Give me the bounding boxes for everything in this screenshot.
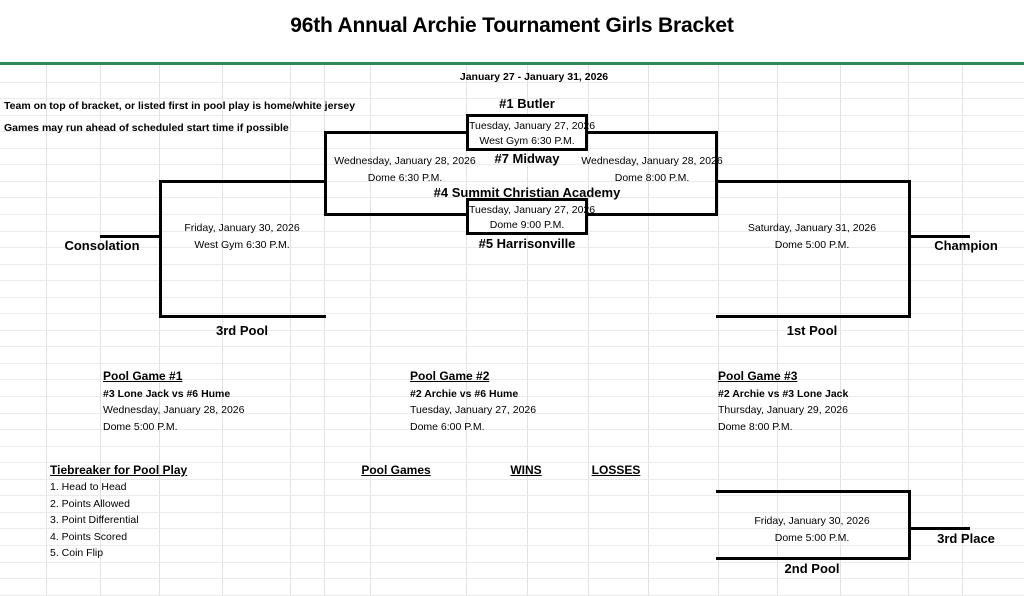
bracket-line-left-feeder-bottom xyxy=(324,213,539,216)
pool-game-3-heading: Pool Game #3 xyxy=(718,369,798,383)
semifinal-lower-venue: Dome 9:00 P.M. xyxy=(489,219,565,231)
bracket-line-third-place-stem xyxy=(908,527,970,530)
consolation-venue: West Gym 6:30 P.M. xyxy=(194,239,290,251)
label-consolation: Consolation xyxy=(64,238,140,253)
grid-row-line-16 xyxy=(0,330,1024,331)
tiebreaker-rule-5: 5. Coin Flip xyxy=(50,547,104,559)
note-home-jersey: Team on top of bracket, or listed first … xyxy=(4,100,356,112)
tiebreaker-rule-2: 2. Points Allowed xyxy=(50,498,130,510)
standings-column-losses: LOSSES xyxy=(591,463,641,477)
standings-column-pool-games: Pool Games xyxy=(361,463,431,477)
tiebreaker-rule-1: 1. Head to Head xyxy=(50,481,127,493)
grid-row-line-21 xyxy=(0,413,1024,414)
pool-game-1-date: Wednesday, January 28, 2026 xyxy=(103,404,245,416)
game-box-semifinal-upper: Tuesday, January 27, 2026 West Gym 6:30 … xyxy=(466,114,596,151)
grid-row-line-14 xyxy=(0,297,1024,298)
pool-game-2-date: Tuesday, January 27, 2026 xyxy=(410,404,537,416)
label-champion: Champion xyxy=(934,238,998,253)
tiebreaker-rule-4: 4. Points Scored xyxy=(50,531,128,543)
bracket-line-left-feeder-left xyxy=(324,131,327,216)
grid-row-line-23 xyxy=(0,446,1024,447)
semifinal-lower-date: Tuesday, January 27, 2026 xyxy=(469,204,596,216)
label-third-place: 3rd Place xyxy=(937,531,995,546)
semifinal-upper-venue: West Gym 6:30 P.M. xyxy=(479,135,575,147)
grid-row-line-27 xyxy=(0,512,1024,513)
pool-game-1-heading: Pool Game #1 xyxy=(103,369,183,383)
header-accent-rule xyxy=(0,62,1024,65)
label-first-pool: 1st Pool xyxy=(786,323,838,338)
tiebreaker-rule-3: 3. Point Differential xyxy=(50,514,139,526)
grid-row-line-8 xyxy=(0,197,1024,198)
team-top-seed: #1 Butler xyxy=(499,96,555,111)
bracket-line-left-feeder-top xyxy=(324,131,539,134)
grid-row-line-31 xyxy=(0,578,1024,579)
grid-row-line-20 xyxy=(0,396,1024,397)
spreadsheet-grid xyxy=(0,65,1024,596)
bracket-line-third-place-bottom xyxy=(716,557,911,560)
grid-row-line-11 xyxy=(0,247,1024,248)
right-feeder-date: Wednesday, January 28, 2026 xyxy=(581,155,723,167)
championship-date: Saturday, January 31, 2026 xyxy=(747,222,877,234)
grid-row-line-6 xyxy=(0,164,1024,165)
bracket-line-championship-top xyxy=(716,180,911,183)
bracket-line-consolation-top xyxy=(159,180,326,183)
left-feeder-venue: Dome 6:30 P.M. xyxy=(367,172,443,184)
pool-game-1-venue: Dome 5:00 P.M. xyxy=(103,421,178,433)
grid-row-line-26 xyxy=(0,495,1024,496)
grid-row-line-29 xyxy=(0,545,1024,546)
grid-row-line-12 xyxy=(0,264,1024,265)
bracket-line-champion-stem xyxy=(908,235,970,238)
game-box-semifinal-lower: Tuesday, January 27, 2026 Dome 9:00 P.M. xyxy=(466,198,596,235)
pool-game-1-matchup: #3 Lone Jack vs #6 Hume xyxy=(103,388,231,400)
tiebreaker-heading: Tiebreaker for Pool Play xyxy=(50,463,188,477)
championship-venue: Dome 5:00 P.M. xyxy=(774,239,850,251)
label-third-pool: 3rd Pool xyxy=(215,323,269,338)
bracket-line-championship-right xyxy=(908,180,911,318)
grid-row-line-30 xyxy=(0,562,1024,563)
grid-row-line-24 xyxy=(0,462,1024,463)
bracket-line-third-place-right xyxy=(908,490,911,560)
note-early-start: Games may run ahead of scheduled start t… xyxy=(4,122,289,134)
label-second-pool: 2nd Pool xyxy=(784,561,840,576)
pool-game-2-heading: Pool Game #2 xyxy=(410,369,490,383)
grid-row-line-22 xyxy=(0,429,1024,430)
grid-row-line-15 xyxy=(0,313,1024,314)
grid-row-line-19 xyxy=(0,379,1024,380)
bracket-line-consolation-stem xyxy=(100,235,162,238)
bracket-line-right-feeder-bottom xyxy=(560,213,718,216)
grid-row-line-28 xyxy=(0,528,1024,529)
bracket-line-right-feeder-right xyxy=(715,131,718,216)
team-second-seed: #7 Midway xyxy=(494,151,560,166)
grid-row-line-18 xyxy=(0,363,1024,364)
pool-game-3-date: Thursday, January 29, 2026 xyxy=(718,404,848,416)
team-fourth-seed: #5 Harrisonville xyxy=(478,236,576,251)
left-feeder-date: Wednesday, January 28, 2026 xyxy=(334,155,476,167)
third-place-venue: Dome 5:00 P.M. xyxy=(774,532,850,544)
third-place-date: Friday, January 30, 2026 xyxy=(754,515,870,527)
grid-row-line-7 xyxy=(0,181,1024,182)
consolation-date: Friday, January 30, 2026 xyxy=(184,222,300,234)
pool-game-2-matchup: #2 Archie vs #6 Hume xyxy=(410,388,519,400)
right-feeder-venue: Dome 8:00 P.M. xyxy=(614,172,690,184)
bracket-line-consolation-bottom xyxy=(159,315,326,318)
grid-row-line-13 xyxy=(0,280,1024,281)
semifinal-upper-date: Tuesday, January 27, 2026 xyxy=(469,120,596,132)
page-title: 96th Annual Archie Tournament Girls Brac… xyxy=(290,14,734,37)
pool-game-3-venue: Dome 8:00 P.M. xyxy=(718,421,793,433)
pool-game-3-matchup: #2 Archie vs #3 Lone Jack xyxy=(718,388,849,400)
grid-row-line-2 xyxy=(0,98,1024,99)
standings-column-wins: WINS xyxy=(510,463,542,477)
bracket-line-third-place-top xyxy=(716,490,911,493)
grid-row-line-25 xyxy=(0,479,1024,480)
bracket-line-consolation-left xyxy=(159,180,162,318)
grid-row-line-1 xyxy=(0,82,1024,83)
date-range: January 27 - January 31, 2026 xyxy=(459,71,609,83)
bracket-line-championship-bottom xyxy=(716,315,911,318)
pool-game-2-venue: Dome 6:00 P.M. xyxy=(410,421,485,433)
team-third-seed: #4 Summit Christian Academy xyxy=(433,185,621,200)
bracket-line-right-feeder-top xyxy=(560,131,718,134)
grid-row-line-17 xyxy=(0,346,1024,347)
